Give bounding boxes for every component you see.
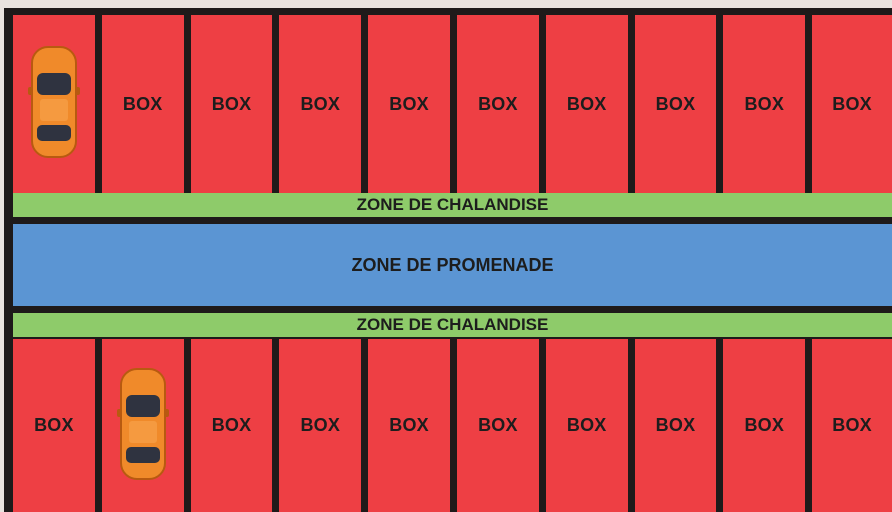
parking-box: BOX [279,339,362,512]
car-icon [28,46,80,158]
box-label: BOX [566,93,607,114]
box-label: BOX [300,415,341,435]
box-label: BOX [744,93,785,114]
parking-box [101,339,184,512]
parking-box: BOX [634,15,717,193]
box-label: BOX [566,415,607,435]
box-label: BOX [211,93,252,114]
box-label: BOX [122,93,163,114]
zone-label: ZONE DE CHALANDISE [356,315,549,334]
parking-box: BOX [723,339,806,512]
parking-box [13,15,95,193]
car-icon [116,368,169,480]
parking-box: BOX [368,339,450,512]
parking-box: BOX [456,339,539,512]
parking-box: BOX [545,15,628,193]
parking-box: BOX [190,339,273,512]
box-label: BOX [478,415,518,435]
parking-box: BOX [368,15,450,193]
parking-box: BOX [456,15,539,193]
parking-box: BOX [723,15,806,193]
parking-plan: BOX BOX BOX BOX BOX BOX BOX BOX BOX ZONE… [4,8,892,512]
zone-label: ZONE DE CHALANDISE [356,195,549,214]
box-label: BOX [832,415,872,435]
parking-box: BOX [812,339,892,512]
box-label: BOX [655,415,696,435]
box-label: BOX [744,415,785,435]
box-label: BOX [300,93,341,114]
parking-box: BOX [279,15,362,193]
zone-promenade: ZONE DE PROMENADE [13,224,892,306]
zone-label: ZONE DE PROMENADE [351,254,554,275]
zone-chalandise-bottom: ZONE DE CHALANDISE [13,313,892,337]
parking-box: BOX [101,15,184,193]
box-row-bottom: BOX BOX BOX BOX BOX BOX BOX BOX BOX [4,339,892,512]
box-row-top: BOX BOX BOX BOX BOX BOX BOX BOX BOX [4,15,892,193]
parking-box: BOX [812,15,892,193]
box-label: BOX [211,415,252,435]
box-label: BOX [389,415,429,435]
box-label: BOX [478,93,518,114]
parking-box: BOX [190,15,273,193]
zone-chalandise-top: ZONE DE CHALANDISE [13,193,892,217]
parking-box: BOX [634,339,717,512]
box-label: BOX [389,93,429,114]
box-label: BOX [655,93,696,114]
parking-box: BOX [545,339,628,512]
parking-box: BOX [13,339,95,512]
box-label: BOX [832,93,872,114]
box-label: BOX [34,415,74,435]
